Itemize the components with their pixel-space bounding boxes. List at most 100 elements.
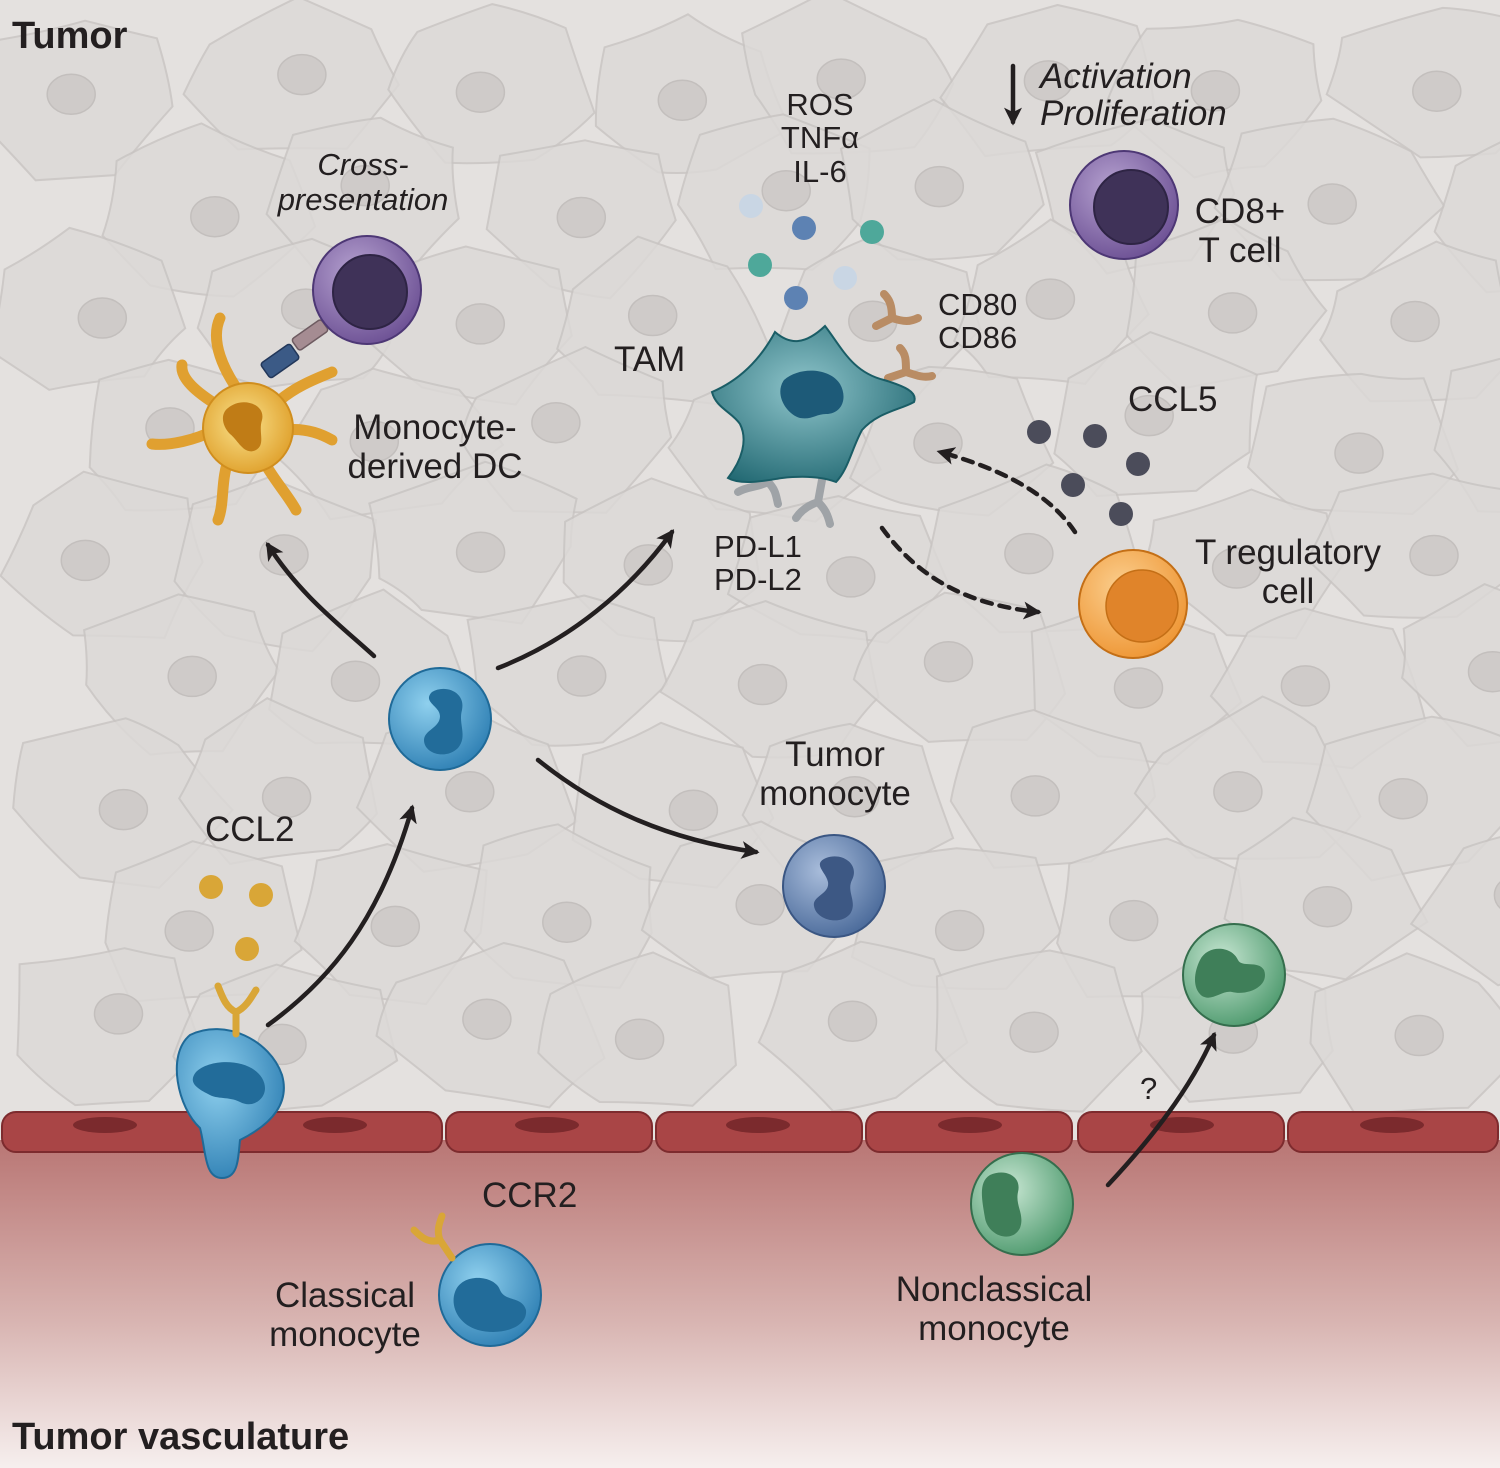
ros-particle	[739, 194, 763, 218]
tumor-cell-nucleus	[657, 79, 708, 122]
tumor-cell-nucleus	[164, 910, 214, 952]
tumor-cell-nucleus	[77, 297, 128, 339]
ccl2-dot	[249, 883, 273, 907]
endothelium	[1, 1111, 1499, 1153]
label-cd8-line1: CD8+	[1194, 192, 1286, 231]
endothelial-nucleus	[1150, 1117, 1214, 1133]
ccl5-dot	[1083, 424, 1107, 448]
label-pd-l2: PD-L2	[714, 562, 802, 598]
endothelial-nucleus	[938, 1117, 1002, 1133]
region-label-tumor: Tumor	[12, 15, 128, 57]
ros-particle	[833, 266, 857, 290]
label-question-mark: ?	[1140, 1071, 1158, 1106]
label-classical-line1: Classical	[274, 1276, 416, 1315]
classical-monocyte	[410, 1212, 542, 1347]
tumor-cell-nucleus	[1108, 899, 1159, 942]
tumor-cell-nucleus	[1412, 70, 1462, 112]
cd80-receptor	[872, 290, 922, 330]
label-nonclassical-line2: monocyte	[918, 1309, 1070, 1349]
cytokine-particles	[739, 194, 884, 310]
tumor-cell-nucleus	[330, 660, 381, 702]
arrow-nonclassical-to-tumor	[1105, 1031, 1217, 1188]
tumor-cell-nucleus	[761, 169, 811, 212]
nonclassical-monocyte-in-tumor	[1182, 923, 1286, 1027]
tumor-monocyte	[782, 834, 886, 938]
tumor-cell-nucleus	[1334, 432, 1384, 474]
il6-particle	[748, 253, 772, 277]
ccl5-dot	[1061, 473, 1085, 497]
tumor-cell-nucleus	[167, 655, 217, 698]
label-monocyte-derived-dc: Monocyte- derived DC	[325, 408, 545, 486]
label-cd8-t-cell: CD8+ T cell	[1180, 192, 1300, 270]
ccl2-dot	[235, 937, 259, 961]
tam	[710, 290, 936, 528]
label-treg-line1: T regulatory	[1194, 533, 1382, 572]
endothelial-nucleus	[515, 1117, 579, 1133]
tumor-cell-nucleus	[1394, 1014, 1444, 1057]
label-classical-line2: monocyte	[269, 1315, 421, 1355]
tumor-cell-nucleus	[455, 71, 506, 113]
tumor-cell-nucleus	[556, 196, 607, 239]
tumor-cell-nucleus	[1409, 534, 1459, 577]
tumor-cell-nucleus	[737, 663, 788, 706]
endothelial-nucleus	[1360, 1117, 1424, 1133]
tumor-cell	[1433, 141, 1500, 294]
tumor-cell-nucleus	[1378, 777, 1428, 820]
tumor-cell-nucleus	[277, 53, 327, 96]
tumor-cell-nucleus	[93, 993, 144, 1035]
tumor-cell	[1409, 836, 1500, 987]
tam-nucleus	[780, 370, 844, 419]
label-nonclassical-line1: Nonclassical	[895, 1270, 1093, 1309]
tumor-cell-nucleus	[1307, 183, 1357, 225]
arrow-to-tam	[495, 529, 675, 671]
arrow-to-dc	[265, 541, 377, 659]
tumor-cell-nucleus	[934, 909, 985, 952]
label-activation-line1: Activation	[1040, 57, 1192, 96]
pd-l2-receptor	[792, 476, 834, 528]
tumor-cell-nucleus	[370, 905, 421, 948]
tumor-cell-nucleus	[1009, 1011, 1059, 1053]
tumor-cell-nucleus	[190, 195, 240, 238]
tumor-cell-nucleus	[455, 303, 506, 345]
extravasating-monocyte-nucleus	[192, 1062, 265, 1105]
tumor-cell-nucleus	[1010, 775, 1060, 817]
label-cross-presentation: Cross- presentation	[250, 147, 476, 217]
mhc-complex	[260, 343, 300, 379]
label-cross-presentation-line1: Cross-	[317, 147, 409, 182]
tumor-cell	[1401, 582, 1500, 748]
arrows	[265, 63, 1217, 1188]
tumor-cell-nucleus	[462, 998, 512, 1040]
tumor-cell-nucleus	[445, 771, 495, 813]
label-pd-l1: PD-L1	[714, 529, 802, 564]
tumor-cell-nucleus	[923, 640, 974, 683]
ccl2-dot	[199, 875, 223, 899]
label-ccl2: CCL2	[205, 810, 295, 849]
tumor-cell-nucleus	[60, 539, 111, 582]
infiltrating-monocyte	[388, 667, 492, 771]
extravasating-monocyte	[175, 982, 285, 1180]
label-tumor-monocyte-line2: monocyte	[759, 774, 911, 814]
label-activation-line2: Proliferation	[1040, 94, 1227, 134]
extravasating-monocyte-body	[175, 1028, 285, 1180]
label-tumor-monocyte-line1: Tumor	[785, 735, 885, 774]
label-cd8-line2: T cell	[1198, 231, 1282, 271]
dc-dendrite	[274, 366, 338, 406]
tumor-cell-nucleus	[827, 1000, 878, 1043]
tumor-cell-nucleus	[1390, 300, 1440, 343]
label-nonclassical-monocyte: Nonclassical monocyte	[872, 1270, 1116, 1348]
region-label-vasculature: Tumor vasculature	[12, 1416, 350, 1458]
tumor-cell-nucleus	[455, 531, 506, 574]
tumor-cell-nucleus	[1124, 394, 1174, 437]
tumor-cell-nucleus	[1190, 70, 1241, 112]
tnf-particle	[784, 286, 808, 310]
cd8-t-cell	[1069, 150, 1179, 260]
label-cytokines: ROS TNFα IL-6	[760, 88, 880, 189]
cd86-receptor	[884, 344, 936, 382]
tumor-cell-nucleus	[735, 884, 785, 926]
tumor-cell-nucleus	[1213, 770, 1263, 813]
label-monocyte-derived-dc-line1: Monocyte-	[353, 408, 517, 447]
label-cd86: CD86	[938, 320, 1018, 356]
label-activation: Activation Proliferation	[1040, 58, 1227, 132]
tumor-cell-nucleus	[1280, 665, 1331, 707]
